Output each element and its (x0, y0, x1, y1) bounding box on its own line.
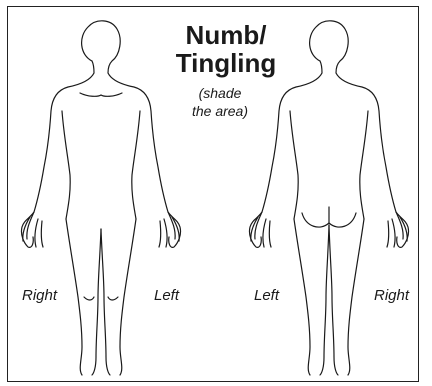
back-left-label: Left (254, 287, 279, 305)
front-body-figure (21, 21, 180, 375)
diagram-frame: Numb/ Tingling (shade the area) Right Le… (7, 6, 419, 382)
front-left-label: Left (154, 287, 179, 305)
shade-instruction: (shade the area) (158, 84, 282, 120)
front-right-label: Right (22, 287, 57, 305)
instruction-line-1: (shade (158, 84, 282, 102)
title-line-2: Tingling (168, 49, 284, 77)
instruction-line-2: the area) (158, 102, 282, 120)
diagram-title: Numb/ Tingling (168, 21, 284, 77)
back-right-label: Right (374, 287, 409, 305)
title-line-1: Numb/ (168, 21, 284, 49)
